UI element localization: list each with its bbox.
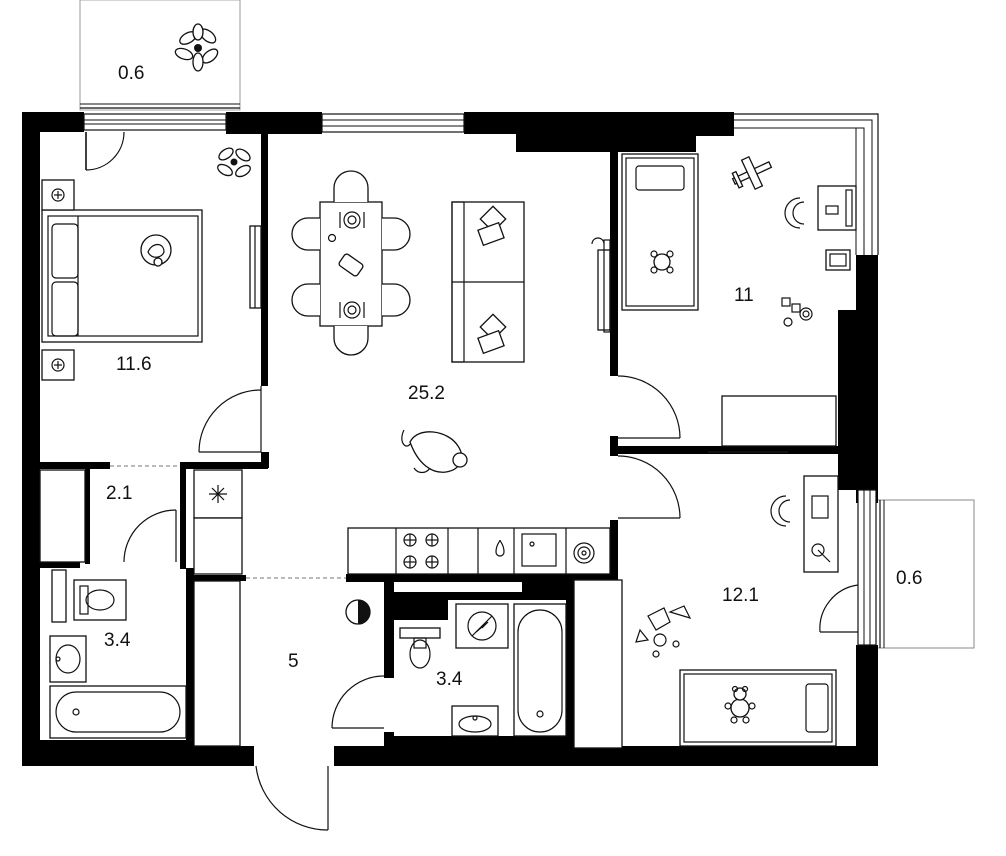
balcony-right bbox=[875, 499, 975, 649]
robot-vacuum-icon bbox=[345, 599, 371, 625]
bathroom-fixtures-left bbox=[49, 569, 187, 739]
wardrobe-icon bbox=[708, 395, 837, 453]
single-bed-icon bbox=[679, 669, 837, 747]
doors bbox=[85, 131, 859, 831]
nightstand-icon bbox=[41, 179, 75, 211]
area-label-storage: 2.1 bbox=[106, 483, 132, 504]
windows bbox=[83, 113, 879, 646]
plant-icon bbox=[174, 23, 219, 72]
sink-icon bbox=[521, 533, 557, 567]
double-bed-icon bbox=[41, 209, 203, 343]
area-label-bedroom-bottom-right: 12.1 bbox=[722, 585, 759, 606]
walls bbox=[22, 112, 878, 766]
area-label-balcony-right: 0.6 bbox=[896, 568, 922, 589]
area-label-bathroom-center: 3.4 bbox=[436, 669, 463, 690]
airplane-icon bbox=[731, 155, 773, 191]
dining-table-icon bbox=[291, 170, 411, 356]
area-label-bathroom-left: 3.4 bbox=[104, 630, 131, 651]
desk-icon bbox=[770, 475, 839, 573]
wardrobe-icon bbox=[249, 225, 262, 309]
desk-icon bbox=[784, 185, 857, 271]
area-label-hallway: 5 bbox=[288, 651, 299, 672]
area-label-living-kitchen: 25.2 bbox=[408, 383, 445, 404]
shelf-icon bbox=[39, 469, 86, 563]
single-bed-icon bbox=[621, 153, 699, 311]
tap-icon bbox=[495, 539, 505, 557]
closet-icon bbox=[193, 580, 241, 747]
cat-icon bbox=[401, 429, 468, 474]
toy-icon bbox=[650, 250, 674, 274]
cat-icon bbox=[140, 234, 172, 267]
area-label-bedroom-left: 11.6 bbox=[116, 354, 152, 375]
wardrobe-icon bbox=[573, 579, 623, 749]
washing-machine-icon bbox=[573, 542, 595, 564]
plant-icon bbox=[217, 147, 251, 178]
area-label-balcony-top: 0.6 bbox=[118, 63, 144, 84]
bathroom-fixtures-center bbox=[399, 603, 567, 737]
kitchen-counter bbox=[347, 527, 611, 575]
stove-icon bbox=[403, 533, 439, 569]
teddy-bear-icon bbox=[724, 685, 756, 724]
toys-icon bbox=[781, 297, 813, 327]
snowflake-icon bbox=[209, 485, 227, 503]
tv-icon bbox=[591, 237, 611, 333]
sofa-icon bbox=[451, 201, 525, 363]
area-label-bedroom-top-right: 11 bbox=[734, 285, 754, 306]
toys-icon bbox=[635, 605, 692, 658]
nightstand-icon bbox=[41, 349, 75, 381]
